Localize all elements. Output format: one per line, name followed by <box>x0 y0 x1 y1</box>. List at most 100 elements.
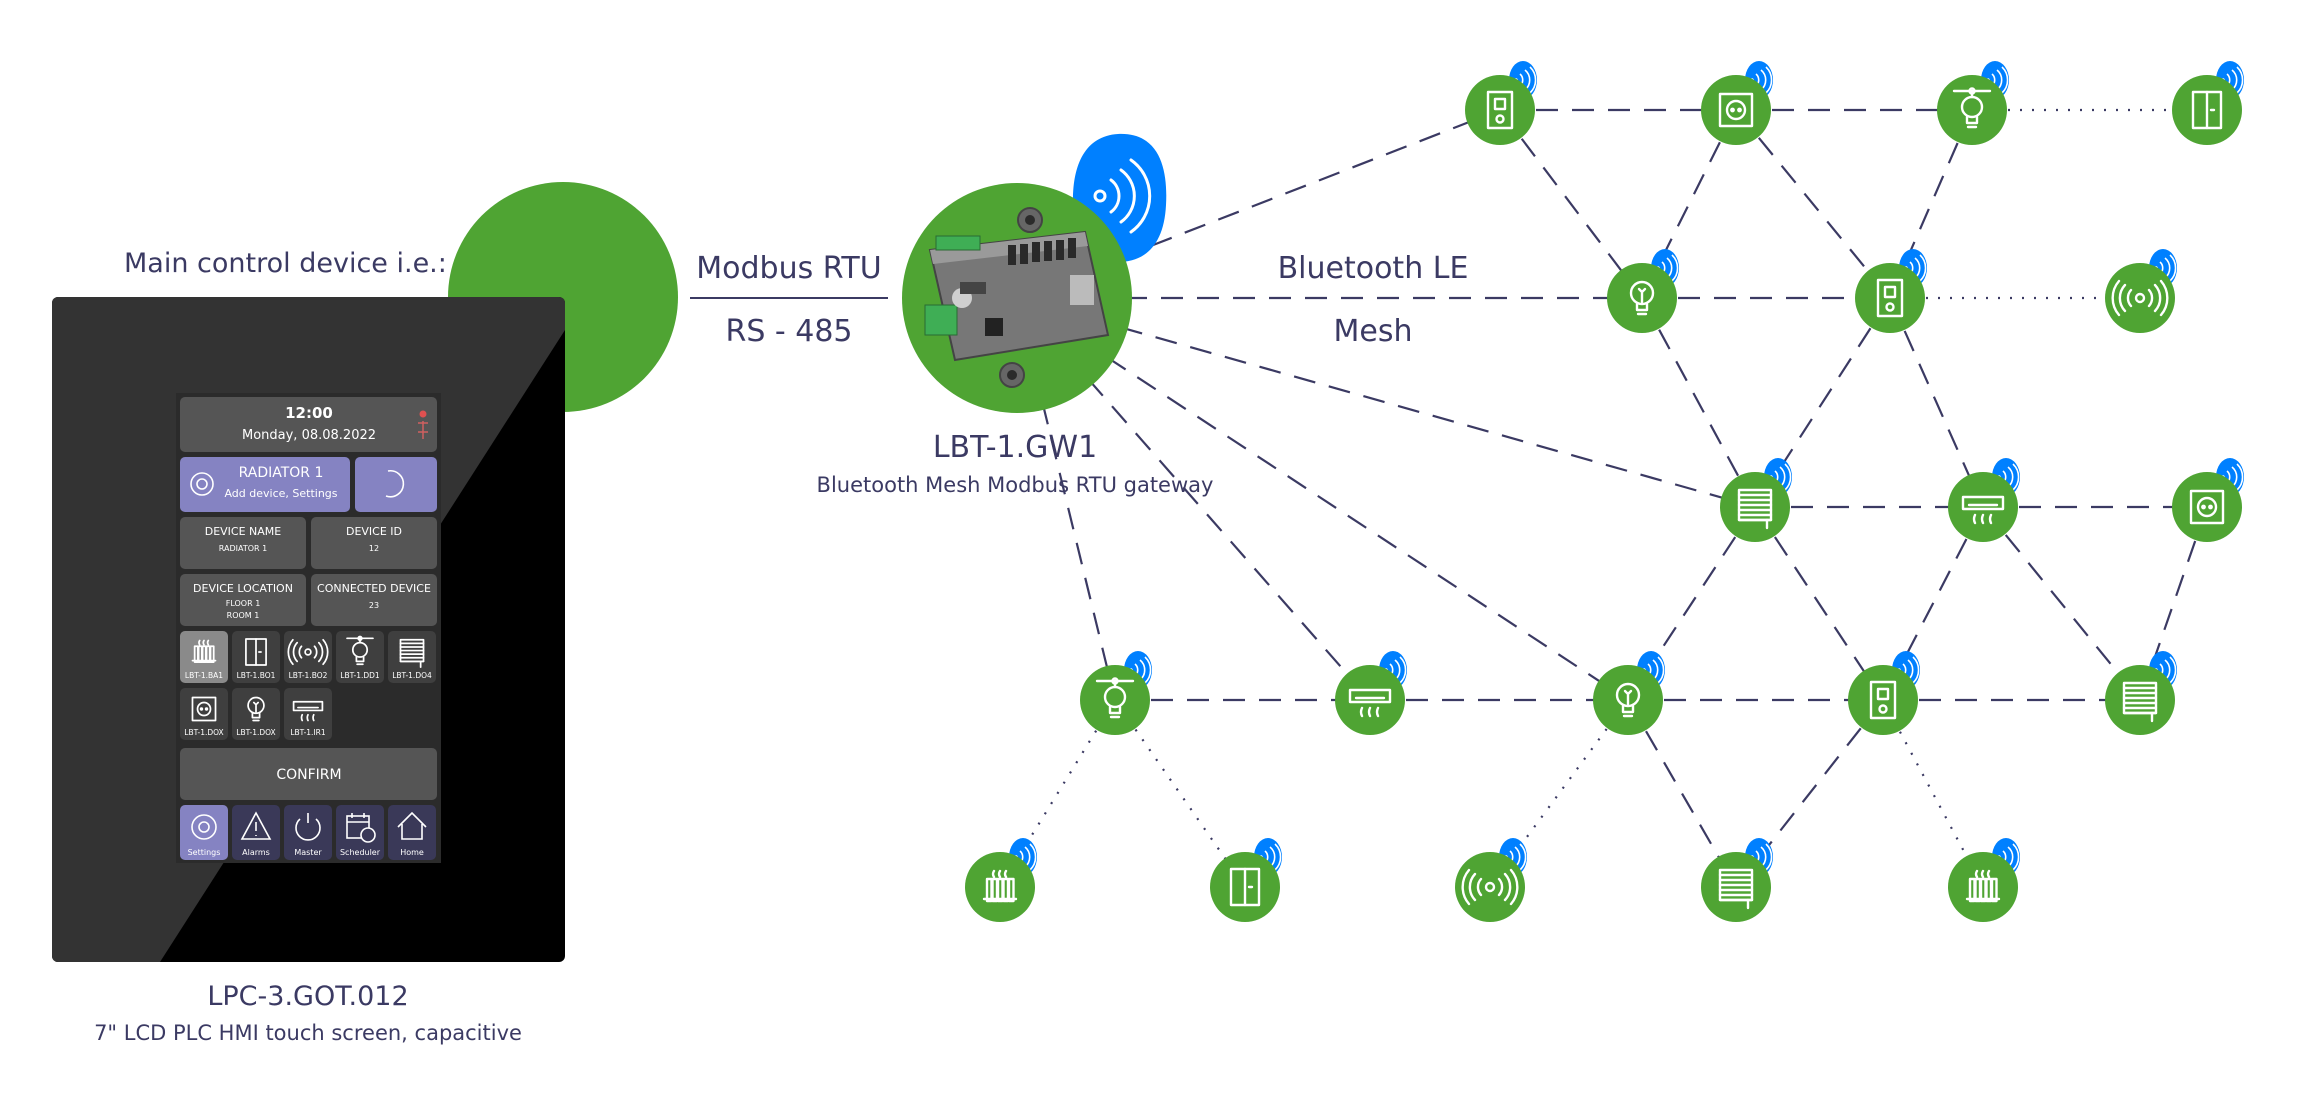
nav-alarms[interactable]: Alarms <box>232 805 280 860</box>
air-conditioner-icon <box>292 700 324 722</box>
mesh-node <box>1701 61 1773 145</box>
confirm-button[interactable] <box>180 748 437 800</box>
mesh-link <box>1016 297 1629 701</box>
mesh-node <box>2105 249 2177 333</box>
dimmer-bulb-icon <box>1952 87 1992 129</box>
device-location-line2: ROOM 1 <box>227 611 260 620</box>
device-location-label: DEVICE LOCATION <box>193 582 293 595</box>
main-control-label: Main control device i.e.: <box>124 248 447 279</box>
mesh-node <box>2172 458 2244 542</box>
power-icon <box>295 813 321 841</box>
radiator-icon <box>191 639 217 663</box>
power-socket-icon <box>1718 92 1754 128</box>
device-tile-label: LBT-1.DD1 <box>340 671 380 680</box>
bulb-icon <box>247 696 265 722</box>
device-tile[interactable]: LBT-1.DD1 <box>336 631 384 683</box>
device-tile[interactable]: LBT-1.DOX <box>180 688 228 740</box>
radiator-title: RADIATOR 1 <box>239 465 324 481</box>
light-switch-icon <box>1876 278 1904 318</box>
light-bulb-icon <box>1629 280 1655 316</box>
radiator-subtitle: Add device, Settings <box>224 487 337 500</box>
connected-device-label: CONNECTED DEVICE <box>317 582 431 595</box>
mesh-node <box>1720 458 1792 542</box>
nav-label: Scheduler <box>340 848 381 857</box>
device-tile[interactable]: LBT-1.DOX <box>232 688 280 740</box>
device-tile[interactable]: LBT-1.BO2 <box>284 631 332 683</box>
speaker-icon <box>1461 868 1519 906</box>
device-id-field[interactable] <box>311 517 437 569</box>
mesh-node <box>1701 838 1773 922</box>
mesh-node <box>1937 61 2009 145</box>
home-icon <box>397 811 427 840</box>
mesh-link <box>1754 506 1884 701</box>
mesh-link <box>1982 506 2141 701</box>
mesh-link <box>1016 296 1756 509</box>
speaker-icon <box>2111 279 2169 317</box>
device-tile[interactable]: LBT-1.BA1 <box>180 631 228 683</box>
light-switch-icon <box>1486 90 1514 130</box>
nav-label: Home <box>400 848 424 857</box>
connected-device-field[interactable] <box>311 574 437 626</box>
scheduler-icon <box>346 813 376 843</box>
nav-home[interactable]: Home <box>388 805 436 860</box>
device-id-value: 12 <box>369 544 379 553</box>
device-tile[interactable]: LBT-1.IR1 <box>284 688 332 740</box>
nav-master[interactable]: Master <box>284 805 332 860</box>
mesh-node <box>1210 838 1282 922</box>
device-tile-label: LBT-1.DO4 <box>392 671 432 680</box>
mesh-link <box>1735 109 1891 299</box>
nav-label: Settings <box>188 848 221 857</box>
hmi-description: 7" LCD PLC HMI touch screen, capacitive <box>94 1021 522 1045</box>
mesh-node <box>1593 651 1665 735</box>
device-name-field[interactable] <box>180 517 306 569</box>
mesh-link <box>1499 109 1643 299</box>
back-button[interactable] <box>355 457 437 512</box>
back-arrow-icon <box>385 469 405 498</box>
status-indicator-icon <box>419 410 427 418</box>
device-id-label: DEVICE ID <box>346 525 402 538</box>
gateway-description: Bluetooth Mesh Modbus RTU gateway <box>817 473 1214 497</box>
nav-scheduler[interactable]: Scheduler <box>336 805 384 860</box>
mesh-node <box>1455 838 1527 922</box>
gateway-board-image <box>924 207 1110 388</box>
confirm-label: CONFIRM <box>276 767 341 783</box>
mesh-node <box>1465 61 1537 145</box>
device-tile-label: LBT-1.DOX <box>236 728 275 737</box>
device-location-field[interactable] <box>180 574 306 626</box>
mesh-label: Mesh <box>1334 314 1413 349</box>
radiator-icon <box>1965 869 2001 903</box>
nav-settings[interactable]: Settings <box>180 805 228 860</box>
device-tile[interactable]: LBT-1.DO4 <box>388 631 436 683</box>
mesh-link <box>1754 297 1891 508</box>
window-blinds-icon <box>1718 868 1754 910</box>
device-tile-label: LBT-1.BO1 <box>237 671 276 680</box>
temperature-icon <box>418 421 428 439</box>
alarm-icon <box>240 811 272 840</box>
device-name-label: DEVICE NAME <box>205 525 282 538</box>
mesh-node <box>1855 249 1927 333</box>
radiator-settings-button[interactable] <box>180 457 350 512</box>
mesh-link <box>999 699 1116 888</box>
mesh-link <box>1015 297 1117 701</box>
power-socket-icon <box>2189 489 2225 525</box>
air-conditioner-icon <box>1348 688 1392 718</box>
window-blinds-icon <box>2122 681 2158 723</box>
device-tile[interactable]: LBT-1.BO1 <box>232 631 280 683</box>
ble-label: Bluetooth LE <box>1278 251 1469 286</box>
air-conditioner-icon <box>1961 495 2005 525</box>
mesh-link <box>1114 699 1246 888</box>
device-location-line1: FLOOR 1 <box>226 599 261 608</box>
gateway-signal-icon <box>1093 158 1152 234</box>
gear-icon <box>191 814 217 840</box>
device-name-value: RADIATOR 1 <box>219 544 267 553</box>
light-bulb-icon <box>1615 682 1641 718</box>
dimmer-bulb-icon <box>346 635 374 666</box>
hmi-screen: 12:00 Monday, 08.08.2022 RADIATOR 1 Add … <box>176 393 441 863</box>
mesh-node <box>1848 651 1920 735</box>
blinds-icon <box>399 638 425 668</box>
gateway-name: LBT-1.GW1 <box>933 430 1097 465</box>
modbus-label: Modbus RTU <box>696 251 881 286</box>
